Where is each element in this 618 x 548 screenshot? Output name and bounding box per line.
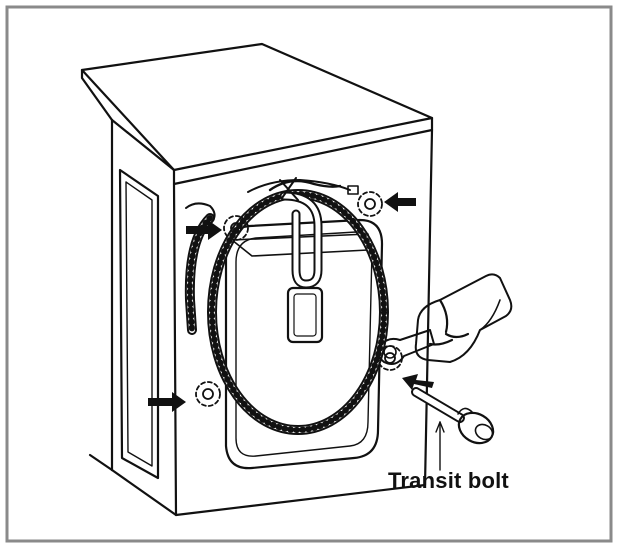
removed-transit-bolt [411,387,495,445]
hand [414,273,513,363]
transit-bolt-label: Transit bolt [388,468,509,493]
power-cord [247,179,359,195]
arrow-bolt [402,374,434,390]
drain-hose [184,177,389,435]
washer-body [80,42,434,517]
wrench [376,329,435,365]
arrow-top-right [384,192,416,212]
arrow-bottom-left [148,392,186,412]
arrow-top-left [186,220,222,240]
outer-border [5,5,613,543]
